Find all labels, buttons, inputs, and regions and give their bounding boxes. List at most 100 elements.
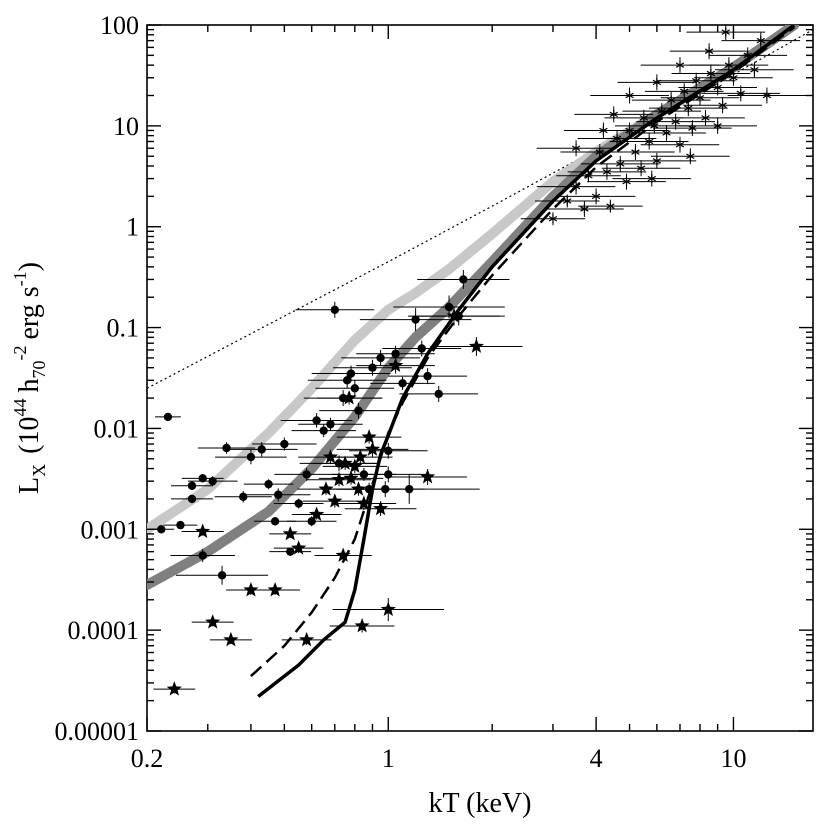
- star-point: [446, 308, 462, 323]
- star-point: [195, 523, 211, 538]
- asterisk-point-stroke: [736, 90, 745, 97]
- asterisk-point-stroke: [644, 138, 654, 145]
- star-point: [354, 618, 370, 633]
- asterisk-point-stroke: [662, 130, 671, 136]
- asterisk-point-stroke: [609, 111, 618, 118]
- asterisk-point-stroke: [650, 123, 659, 129]
- asterisk-point-stroke: [684, 105, 693, 111]
- asterisk-point-stroke: [671, 118, 680, 125]
- circle-point: [208, 476, 217, 486]
- star-point: [166, 681, 182, 696]
- x-axis-title: kT (keV): [429, 788, 532, 819]
- axis-ticks: [146, 24, 813, 732]
- y-tick-label: 0.1: [107, 314, 140, 343]
- circle-point: [246, 452, 256, 462]
- star-point: [380, 601, 396, 616]
- circle-point: [257, 445, 266, 454]
- asterisk-point-stroke: [612, 135, 622, 142]
- circle-point: [176, 520, 185, 530]
- circle-point: [286, 547, 295, 556]
- star-point: [299, 631, 315, 647]
- asterisk-point-stroke: [622, 178, 631, 185]
- asterisk-point-stroke: [657, 108, 667, 114]
- star-point: [347, 458, 363, 473]
- asterisk-point-stroke: [591, 193, 601, 200]
- circle-point: [376, 353, 385, 363]
- asterisk-point-stroke: [580, 206, 589, 212]
- x-tick-label: 1: [382, 744, 395, 773]
- x-tick-label: 4: [590, 744, 603, 773]
- asterisk-point-stroke: [756, 37, 765, 44]
- circle-point: [346, 369, 356, 378]
- star-point: [352, 449, 368, 464]
- asterisk-point-stroke: [636, 165, 646, 172]
- y-axis-title-sub-x: X: [29, 464, 49, 477]
- circle-point: [222, 443, 231, 453]
- asterisk-point-stroke: [686, 153, 695, 159]
- plot-frame: [146, 24, 814, 732]
- asterisk-point-stroke: [706, 70, 716, 77]
- star-point: [318, 481, 334, 496]
- y-axis-title-open: (10: [14, 417, 45, 454]
- star-point: [322, 449, 339, 464]
- circle-point: [434, 389, 443, 399]
- star-point: [291, 540, 307, 555]
- circle-point: [330, 305, 340, 315]
- circle-point: [411, 315, 420, 324]
- asterisk-point-stroke: [625, 92, 634, 99]
- y-axis-title-sub70: 70: [29, 361, 49, 379]
- star-point: [350, 481, 367, 496]
- star-point: [267, 582, 283, 597]
- star-point: [309, 506, 325, 521]
- y-axis-title-close: ): [14, 262, 45, 271]
- asterisk-point-stroke: [548, 215, 558, 222]
- dark-band-curve: [147, 25, 800, 590]
- asterisk-point-stroke: [616, 161, 625, 167]
- asterisk-point-stroke: [675, 141, 685, 148]
- circle-point: [423, 371, 432, 381]
- y-tick-label: 10: [113, 112, 139, 141]
- asterisk-point-stroke: [571, 145, 581, 152]
- asterisk-point-stroke: [584, 172, 593, 179]
- asterisk-point-stroke: [721, 29, 730, 35]
- y-tick-label: 0.001: [81, 515, 140, 544]
- circle-point: [187, 481, 197, 490]
- y-tick-label: 100: [100, 11, 139, 40]
- star-point: [331, 471, 347, 487]
- asterisk-point-stroke: [599, 127, 608, 134]
- star-point: [335, 547, 351, 562]
- circle-point: [264, 479, 273, 489]
- asterisk-point-stroke: [675, 62, 685, 68]
- circle-point: [459, 275, 468, 284]
- asterisk-point-stroke: [652, 158, 662, 164]
- asterisk-point-stroke: [762, 92, 772, 99]
- star-point: [388, 357, 404, 372]
- star-point: [356, 495, 372, 510]
- circle-point: [354, 406, 363, 415]
- circle-point: [391, 349, 400, 358]
- circle-point: [274, 490, 283, 499]
- data-markers: [148, 25, 807, 696]
- circle-point: [319, 426, 328, 435]
- circle-point: [384, 446, 393, 456]
- circle-point: [217, 571, 227, 580]
- circle-point: [198, 551, 207, 560]
- circle-point: [350, 384, 360, 393]
- model-curves: [147, 25, 813, 698]
- star-point: [373, 500, 389, 516]
- asterisk-point-stroke: [743, 52, 752, 59]
- circle-point: [270, 517, 280, 526]
- star-point: [327, 493, 343, 508]
- circle-point: [239, 492, 248, 501]
- star-point: [205, 614, 221, 629]
- asterisk-point-stroke: [695, 94, 705, 101]
- circle-point: [368, 363, 377, 372]
- y-axis-title: LX(1044h70-2erg s-1): [10, 262, 49, 494]
- star-point: [223, 631, 239, 647]
- asterisk-point-stroke: [631, 149, 640, 155]
- star-point: [468, 338, 484, 353]
- y-tick-label: 0.0001: [68, 616, 140, 645]
- svg-text:LX(1044h70-2erg s-1): LX(1044h70-2erg s-1): [10, 262, 49, 494]
- asterisk-point-stroke: [713, 123, 722, 129]
